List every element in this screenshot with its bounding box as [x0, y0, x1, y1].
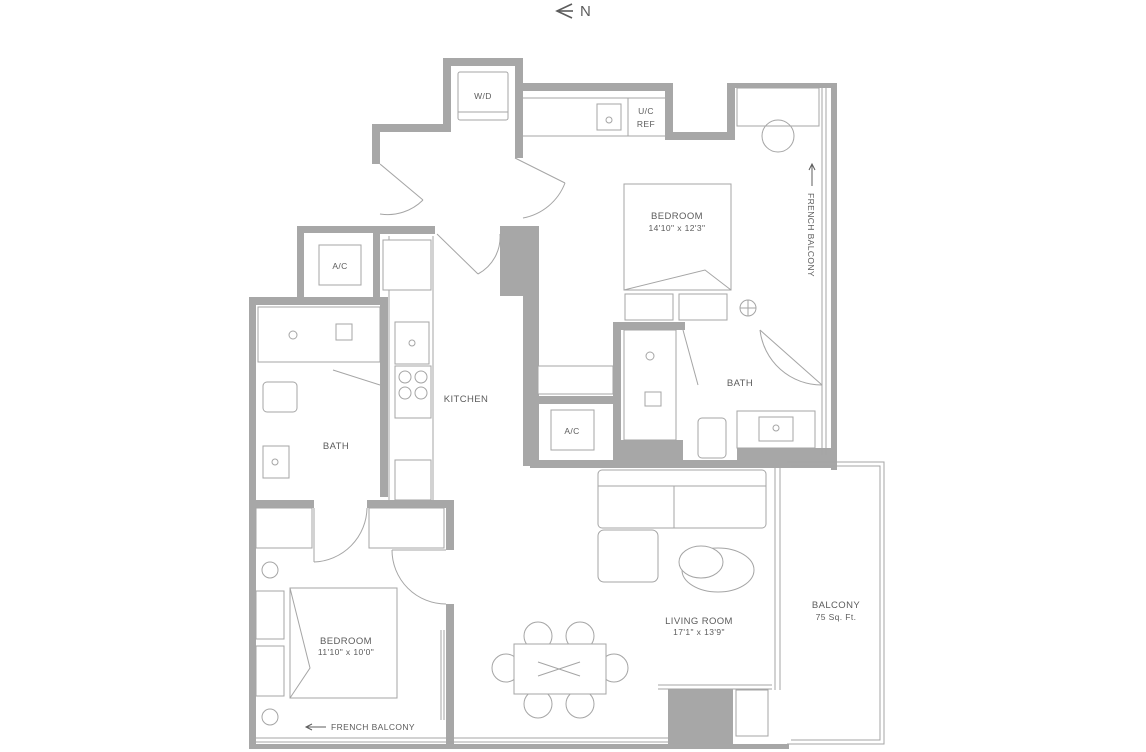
second-bedroom-name: BEDROOM [320, 636, 372, 647]
living-room-dims: 17'1" x 13'9" [673, 627, 725, 637]
glazing-and-partitions [256, 88, 885, 745]
kitchen-label: KITCHEN [444, 394, 489, 405]
north-label: N [580, 3, 591, 20]
washer-dryer-label: W/D [474, 91, 492, 101]
french-balcony-east-label: FRENCH BALCONY [806, 193, 816, 277]
second-bedroom-dims: 11'10" x 10'0" [318, 647, 374, 657]
bath-right-label: BATH [727, 378, 753, 389]
french-balcony-south-arrowhead-icon [304, 723, 313, 731]
ac-top-label: A/C [332, 261, 347, 271]
fixtures [255, 71, 820, 737]
balcony-area: 75 Sq. Ft. [816, 612, 857, 622]
french-balcony-east-arrowhead-icon [808, 162, 816, 171]
living-room-name: LIVING ROOM [665, 616, 733, 627]
north-arrow-icon [555, 3, 573, 19]
ac-center-label: A/C [564, 426, 579, 436]
master-bedroom-name: BEDROOM [651, 211, 703, 222]
balcony-name: BALCONY [812, 600, 860, 611]
uc-ref-label-line2: REF [637, 119, 655, 129]
uc-ref-label-line1: U/C [638, 106, 654, 116]
bath-left-label: BATH [323, 441, 349, 452]
french-balcony-south-label: FRENCH BALCONY [331, 722, 415, 732]
walls [249, 58, 837, 749]
door-swings [313, 157, 823, 605]
master-bedroom-dims: 14'10" x 12'3" [649, 223, 706, 233]
